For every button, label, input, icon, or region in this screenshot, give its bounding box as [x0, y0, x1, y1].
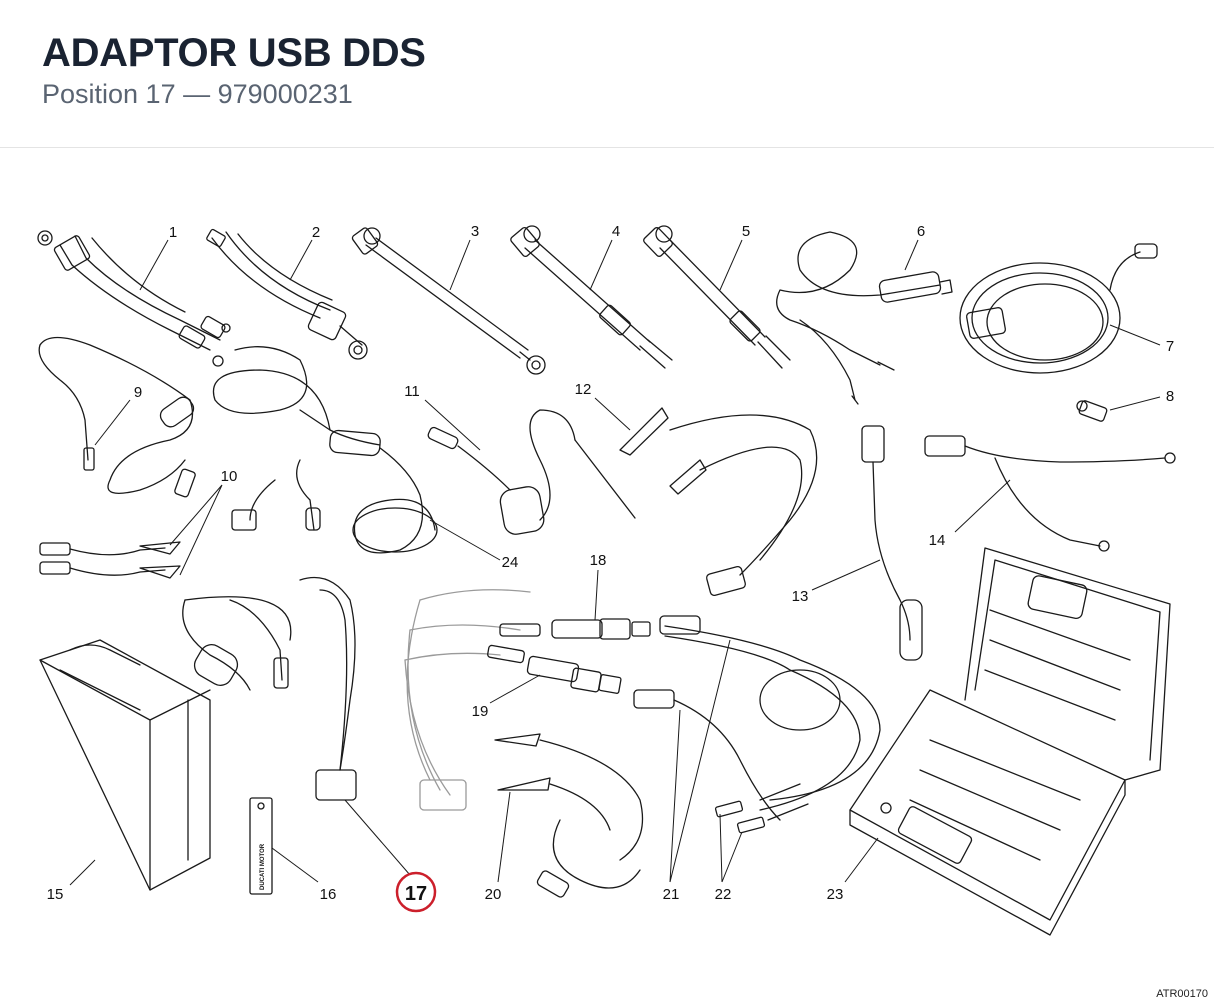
callout-6: 6: [917, 223, 925, 240]
leader-3: [449, 239, 471, 291]
part-21-cables: [633, 615, 881, 821]
part-1-hose: [37, 230, 231, 367]
callout-20: 20: [485, 886, 502, 903]
part-10-leads: [39, 541, 181, 579]
leader-10: [169, 484, 223, 576]
callout-18: 18: [590, 552, 607, 569]
leader-16: [271, 847, 319, 883]
part-4-hose: [510, 225, 673, 369]
highlight-callout-17: 17: [395, 871, 437, 913]
diagram-svg: 1 2 3 4 5 6 7 8 9 10 11 12 13 14 15 16 1…: [37, 223, 1176, 936]
callout-22: 22: [715, 886, 732, 903]
part-24-cable: [212, 346, 438, 554]
part-20-clips: [494, 733, 644, 898]
leader-12: [594, 397, 631, 431]
part-17-usb-adaptor: [182, 576, 357, 801]
leader-23: [844, 837, 879, 883]
page-title: ADAPTOR USB DDS: [42, 31, 426, 75]
leader-11: [424, 399, 481, 451]
callout-16: 16: [320, 886, 337, 903]
callout-1: 1: [169, 224, 177, 241]
callout-13: 13: [792, 588, 809, 605]
callout-24: 24: [502, 554, 519, 571]
leader-13: [811, 559, 881, 591]
leader-6: [904, 239, 919, 271]
highlight-ring: [395, 871, 437, 913]
leader-19: [489, 674, 541, 704]
callout-3: 3: [471, 223, 479, 240]
leader-22: [719, 813, 743, 883]
part-19-connector: [487, 644, 622, 694]
highlight-position-number: 17: [405, 883, 427, 905]
part-18-connector: [499, 618, 651, 640]
callout-5: 5: [742, 223, 750, 240]
part-12-clips: [619, 407, 818, 597]
part-3-hose: [351, 227, 546, 375]
leader-1: [139, 239, 169, 291]
callout-12: 12: [575, 381, 592, 398]
leader-24: [429, 519, 501, 561]
callout-7: 7: [1166, 338, 1174, 355]
part-number: 979000231: [217, 79, 353, 109]
callout-23: 23: [827, 886, 844, 903]
part-15-case: [39, 639, 211, 891]
leader-5: [719, 239, 743, 291]
exploded-parts-diagram: 1 2 3 4 5 6 7 8 9 10 11 12 13 14 15 16 1…: [0, 148, 1214, 1003]
leader-18: [594, 569, 599, 621]
callout-19: 19: [472, 703, 489, 720]
callout-10: 10: [221, 468, 238, 485]
callout-15: 15: [47, 886, 64, 903]
callout-8: 8: [1166, 388, 1174, 405]
part-6-cable: [776, 231, 953, 405]
leader-15: [69, 859, 96, 886]
drawing-number: ATR00170: [1156, 988, 1208, 1000]
position-label: Position 17: [42, 79, 176, 109]
part-18-19-cables: [404, 589, 531, 811]
leader-8: [1109, 396, 1161, 411]
part-7-cable: [959, 243, 1158, 374]
part-22-adapters: [714, 783, 809, 834]
callout-2: 2: [312, 224, 320, 241]
part-23-kit-case: [849, 547, 1171, 936]
callout-11: 11: [404, 383, 420, 400]
leader-20: [497, 791, 511, 883]
leader-4: [589, 239, 613, 291]
callout-4: 4: [612, 223, 620, 240]
part-8-fitting: [1076, 400, 1108, 422]
leader-7: [1109, 324, 1161, 346]
leader-2: [289, 239, 313, 281]
callout-14: 14: [929, 532, 946, 549]
callout-21: 21: [663, 886, 680, 903]
part-11-probe: [427, 409, 636, 535]
subtitle-separator: —: [183, 79, 211, 109]
leader-9: [94, 399, 131, 446]
tag-logo: DUCATI MOTOR: [260, 843, 266, 890]
leader-21: [669, 639, 731, 883]
part-16-tag: [249, 797, 273, 895]
part-5-hose: [643, 225, 791, 369]
part-2-hose: [206, 228, 368, 360]
page-subtitle: Position 17 — 979000231: [42, 78, 353, 110]
leader-17: [344, 799, 411, 876]
leader-14: [954, 479, 1011, 533]
part-13-cable: [861, 425, 923, 661]
callout-9: 9: [134, 384, 142, 401]
part-14-cable: [924, 435, 1176, 552]
page-header: ADAPTOR USB DDS Position 17 — 979000231: [0, 0, 1214, 148]
part-9-cable: [38, 336, 196, 498]
